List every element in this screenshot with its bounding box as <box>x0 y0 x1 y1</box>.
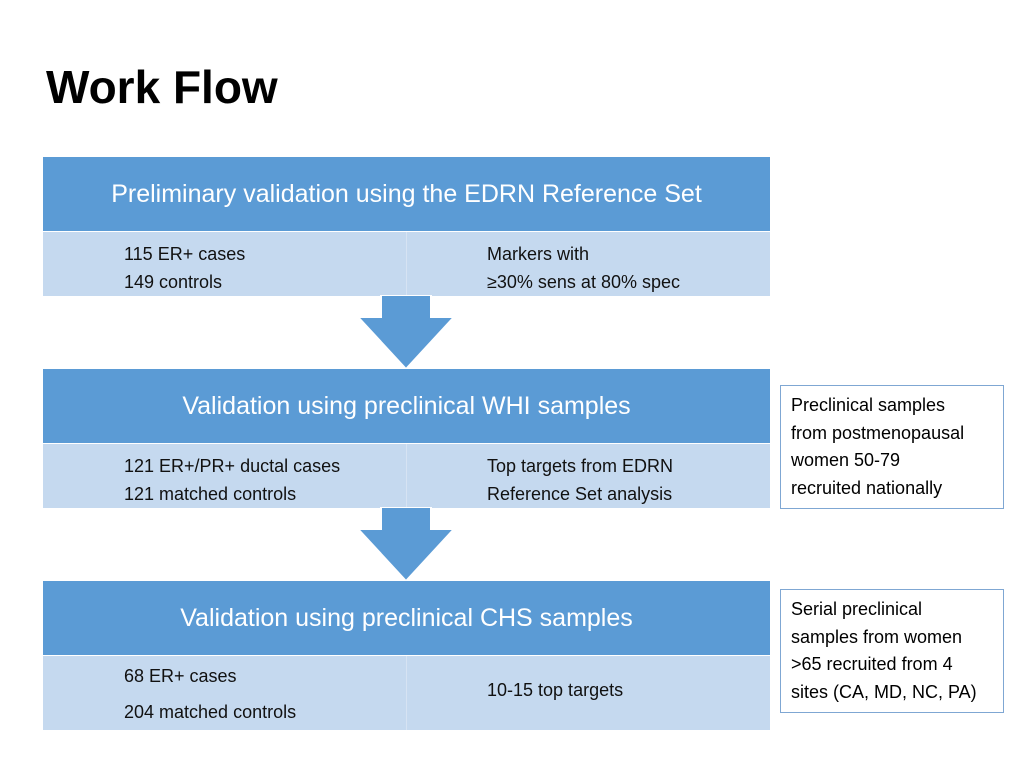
note-line: sites (CA, MD, NC, PA) <box>791 681 977 702</box>
stage-left-column: 121 ER+/PR+ ductal cases 121 matched con… <box>124 452 340 508</box>
stage-right-column: 10-15 top targets <box>487 676 623 704</box>
column-divider <box>406 232 407 296</box>
stage-header: Preliminary validation using the EDRN Re… <box>43 157 770 232</box>
stage-left-line: 68 ER+ cases <box>124 666 237 686</box>
stage-right-line: Top targets from EDRN <box>487 456 674 476</box>
stage-right-line: ≥30% sens at 80% spec <box>487 272 680 292</box>
stage-preliminary-validation: Preliminary validation using the EDRN Re… <box>43 157 770 296</box>
down-arrow-icon <box>356 507 456 583</box>
stage-left-line: 121 ER+/PR+ ductal cases <box>124 456 341 476</box>
stage-right-line: Reference Set analysis <box>487 484 673 504</box>
stage-chs-validation: Validation using preclinical CHS samples… <box>43 581 770 730</box>
stage-details: 121 ER+/PR+ ductal cases 121 matched con… <box>43 444 770 508</box>
stage-details: 115 ER+ cases 149 controls Markers with … <box>43 232 770 296</box>
page-title: Work Flow <box>46 61 278 113</box>
stage-left-line: 121 matched controls <box>124 484 297 504</box>
note-line: recruited nationally <box>791 477 943 498</box>
stage-left-line: 115 ER+ cases <box>124 244 246 264</box>
note-line: >65 recruited from 4 <box>791 654 953 674</box>
stage-right-column: Markers with ≥30% sens at 80% spec <box>487 240 680 296</box>
note-line: Preclinical samples <box>791 395 946 415</box>
stage-right-line: 10-15 top targets <box>487 680 624 700</box>
column-divider <box>406 656 407 730</box>
note-line: Serial preclinical <box>791 599 923 619</box>
note-chs-samples: Serial preclinical samples from women >6… <box>780 589 1004 713</box>
note-whi-samples: Preclinical samples from postmenopausal … <box>780 385 1004 509</box>
stage-header: Validation using preclinical CHS samples <box>43 581 770 656</box>
stage-left-column: 115 ER+ cases 149 controls <box>124 240 245 296</box>
note-line: samples from women <box>791 626 963 647</box>
stage-right-line: Markers with <box>487 244 590 264</box>
note-line: from postmenopausal <box>791 422 965 443</box>
stage-left-line: 149 controls <box>124 272 223 292</box>
down-arrow-icon <box>356 295 456 371</box>
note-line: women 50-79 <box>791 450 901 470</box>
stage-left-line: 204 matched controls <box>124 702 297 722</box>
stage-whi-validation: Validation using preclinical WHI samples… <box>43 369 770 508</box>
stage-left-column: 68 ER+ cases 204 matched controls <box>124 658 296 730</box>
column-divider <box>406 444 407 508</box>
stage-details: 68 ER+ cases 204 matched controls 10-15 … <box>43 656 770 730</box>
stage-right-column: Top targets from EDRN Reference Set anal… <box>487 452 673 508</box>
stage-header: Validation using preclinical WHI samples <box>43 369 770 444</box>
